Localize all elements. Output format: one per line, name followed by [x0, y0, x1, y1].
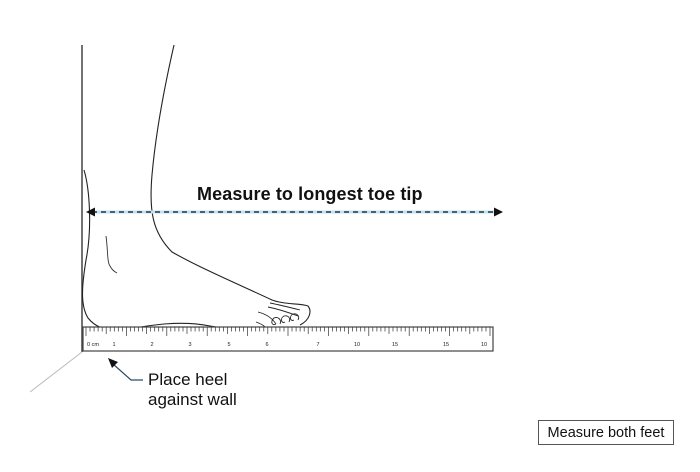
ruler-tick-label: 15 [392, 342, 398, 348]
heel-instruction-line1: Place heel [148, 370, 228, 389]
ankle-crease [105, 235, 118, 274]
toes [255, 302, 301, 331]
heel-instruction-label: Place heel against wall [148, 370, 237, 410]
ruler-tick-label: 2 [150, 342, 153, 348]
ruler-tick-label: 15 [443, 342, 449, 348]
ruler-unit-label: 0 cm [87, 342, 99, 348]
ruler-tick-label: 7 [316, 342, 319, 348]
ruler: 0 cm 1 2 3 5 6 7 10 15 15 10 [82, 326, 494, 352]
ruler-tick-label: 6 [265, 342, 268, 348]
ruler-tick-label: 5 [227, 342, 230, 348]
heel-instruction-line2: against wall [148, 390, 237, 409]
diagram-title: Measure to longest toe tip [197, 184, 423, 204]
heel-leader-line [112, 363, 143, 381]
measure-both-feet-note: Measure both feet [538, 420, 674, 445]
heel-arrow-head-icon [108, 358, 118, 368]
ruler-tick-label: 10 [481, 342, 487, 348]
arrow-head-left-icon [86, 207, 95, 217]
foot-outline-front [150, 44, 311, 326]
ruler-tick-label: 10 [354, 342, 360, 348]
ruler-tick-label: 1 [112, 342, 115, 348]
floor-perspective-line [29, 351, 83, 393]
arrow-head-right-icon [494, 207, 503, 217]
ruler-tick-label: 3 [188, 342, 191, 348]
